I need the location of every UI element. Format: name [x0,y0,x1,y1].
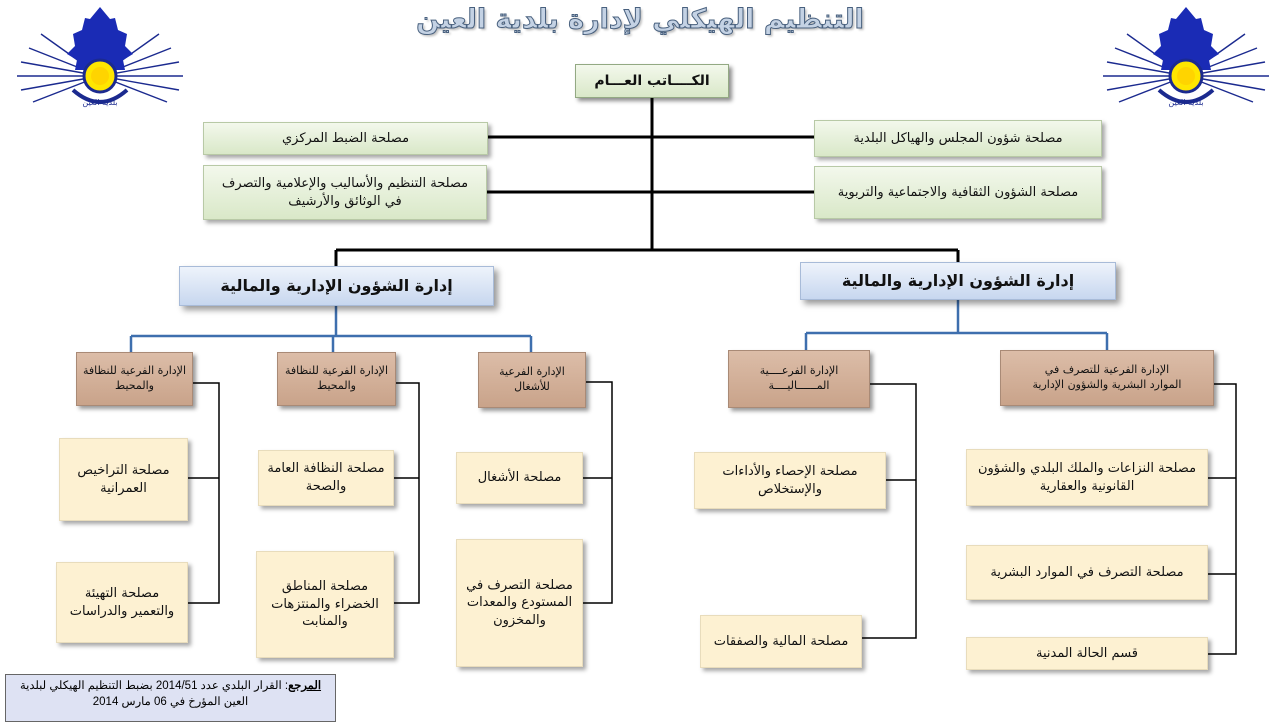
statistics-service: مصلحة الإحصاء والأداءات والإستخلاص [694,452,886,509]
hr-management-service: مصلحة التصرف في الموارد البشرية [966,545,1208,600]
sub-directorate-cleanliness-2: الإدارة الفرعية للنظافة والمحيط [277,352,396,406]
civil-status-section: قسم الحالة المدنية [966,637,1208,670]
sub-directorate-financial-line2: المــــــاليــــة [768,379,830,392]
reference-note: المرجع: القرار البلدي عدد 2014/51 بضبط ا… [5,674,336,722]
reference-label: المرجع [288,680,322,692]
urban-permits-service: مصلحة التراخيص العمرانية [59,438,188,521]
central-control-service: مصلحة الضبط المركزي [203,122,488,155]
organization-methods-service: مصلحة التنظيم والأساليب والإعلامية والتص… [203,165,487,220]
sub-directorate-cleanliness-1: الإدارة الفرعية للنظافة والمحيط [76,352,193,406]
warehouse-service: مصلحة التصرف في المستودع والمعدات والمخز… [456,539,583,667]
reference-text: : القرار البلدي عدد 2014/51 بضبط التنظيم… [19,680,289,708]
disputes-property-service: مصلحة النزاعات والملك البلدي والشؤون الق… [966,449,1208,506]
sub-directorate-financial-line1: الإدارة الفرعــــية [759,364,839,378]
works-service: مصلحة الأشغال [456,452,583,504]
municipality-logo-left: بلدية العين [15,4,185,116]
sub-directorate-works: الإدارة الفرعية للأشغال [478,352,586,408]
sub-directorate-hr-line2: الموارد البشرية والشؤون الإدارية [1032,378,1182,391]
finance-deals-service: مصلحة المالية والصفقات [700,615,862,668]
logo-text: بلدية العين [82,98,117,107]
sub-directorate-hr: الإدارة الفرعية للتصرف في الموارد البشري… [1000,350,1214,406]
chart-title: التنظيم الهيكلي لإدارة بلدية العين [416,4,865,36]
public-cleanliness-service: مصلحة النظافة العامة والصحة [258,450,394,506]
planning-studies-service: مصلحة التهيئة والتعمير والدراسات [56,562,188,643]
sub-directorate-hr-line1: الإدارة الفرعية للتصرف في [1044,363,1170,377]
logo-text: بلدية العين [1168,98,1203,107]
directorate-left: إدارة الشؤون الإدارية والمالية [179,266,494,306]
cultural-social-service: مصلحة الشؤون الثقافية والاجتماعية والترب… [814,166,1102,219]
directorate-right: إدارة الشؤون الإدارية والمالية [800,262,1116,300]
municipality-logo-right: بلدية العين [1101,4,1271,116]
sub-directorate-financial: الإدارة الفرعــــية المــــــاليــــة [728,350,870,408]
council-affairs-service: مصلحة شؤون المجلس والهياكل البلدية [814,120,1102,157]
secretary-general-box: الكــــاتب العـــام [575,64,729,98]
green-spaces-service: مصلحة المناطق الخضراء والمنتزهات والمناب… [256,551,394,658]
